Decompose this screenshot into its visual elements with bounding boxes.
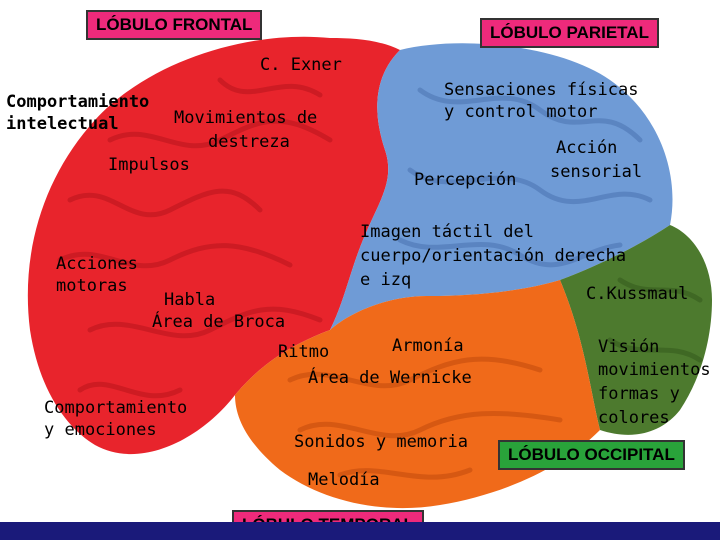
label-melodia: Melodía (308, 470, 380, 490)
label-vision-2: movimientos (598, 360, 711, 380)
label-sensaciones-1: Sensaciones físicas (444, 80, 639, 100)
label-acciones-2: motoras (56, 276, 128, 296)
label-impulsos: Impulsos (108, 155, 190, 175)
label-imagen-2: cuerpo/orientación derecha (360, 246, 627, 266)
label-vision-3: formas y (598, 384, 680, 404)
label-emociones-2: y emociones (44, 420, 157, 440)
occipital-lobe-label: LÓBULO OCCIPITAL (498, 440, 685, 470)
parietal-lobe-region (330, 43, 673, 330)
label-movimientos-2: destreza (208, 132, 290, 152)
label-movimientos-1: Movimientos de (174, 108, 318, 128)
label-imagen-1: Imagen táctil del (360, 222, 534, 242)
label-accion-1: Acción (556, 138, 618, 158)
label-armonia: Armonía (392, 336, 464, 356)
label-ritmo: Ritmo (278, 342, 330, 362)
label-kussmaul: C.Kussmaul (586, 284, 689, 304)
label-broca: Área de Broca (152, 312, 286, 332)
label-accion-2: sensorial (550, 162, 643, 182)
label-acciones-1: Acciones (56, 254, 138, 274)
label-comportamiento-intelectual-2: intelectual (6, 114, 119, 134)
label-comportamiento-intelectual-1: Comportamiento (6, 92, 150, 112)
label-habla: Habla (164, 290, 216, 310)
label-sensaciones-2: y control motor (444, 102, 598, 122)
label-vision-4: colores (598, 408, 670, 428)
parietal-lobe-label: LÓBULO PARIETAL (480, 18, 659, 48)
label-percepcion: Percepción (414, 170, 517, 190)
label-emociones-1: Comportamiento (44, 398, 188, 418)
label-imagen-3: e izq (360, 270, 412, 290)
label-vision-1: Visión (598, 337, 660, 357)
frontal-lobe-label: LÓBULO FRONTAL (86, 10, 263, 40)
bottom-bar (0, 522, 720, 540)
label-sonidos: Sonidos y memoria (294, 432, 468, 452)
occipital-lobe-region (560, 225, 712, 435)
label-exner: C. Exner (260, 55, 342, 75)
label-wernicke: Área de Wernicke (308, 368, 472, 388)
